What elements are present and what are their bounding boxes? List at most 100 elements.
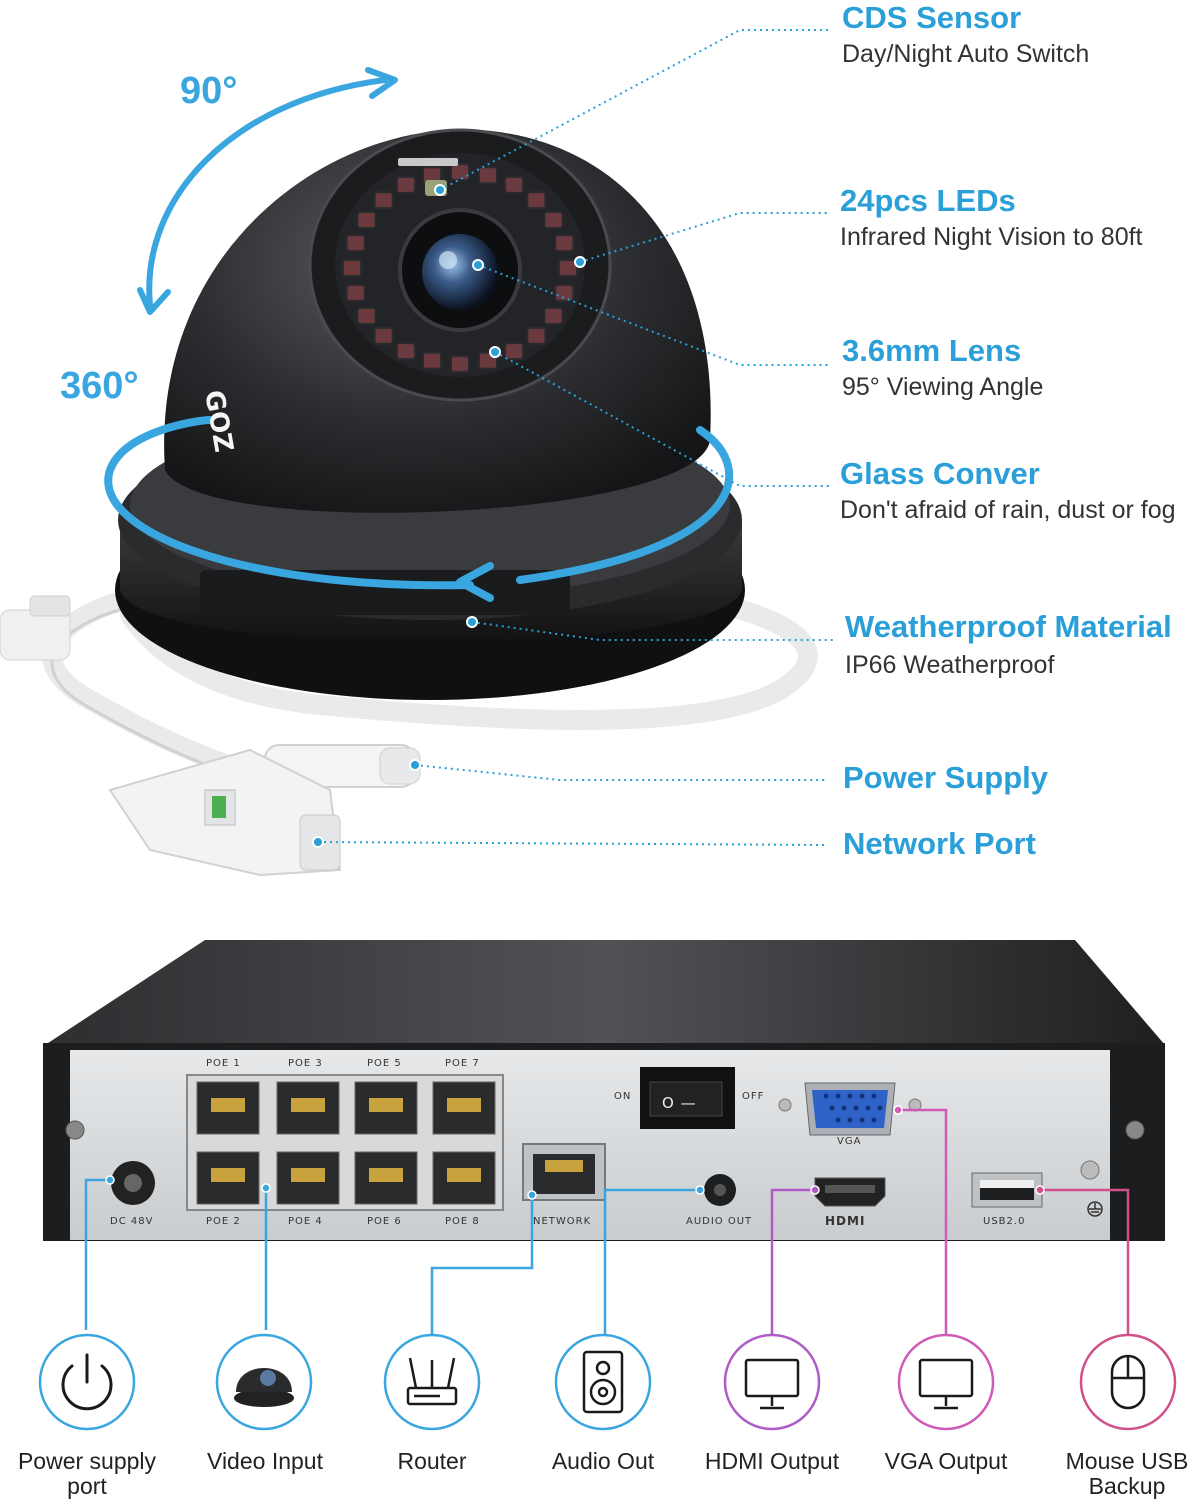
dc-jack xyxy=(111,1161,155,1205)
feature-power-supply: Power Supply xyxy=(843,760,1048,795)
vga-port xyxy=(804,1082,896,1136)
icon-circles xyxy=(38,1333,1177,1431)
mouse-icon xyxy=(1110,1354,1146,1410)
ir-led xyxy=(554,283,575,302)
caption-audio-out: Audio Out xyxy=(551,1448,655,1474)
poe-port xyxy=(432,1151,496,1205)
ir-led xyxy=(477,166,498,185)
ir-led xyxy=(504,175,524,194)
poe-port xyxy=(354,1151,418,1205)
feature-title: 24pcs LEDs xyxy=(840,183,1016,218)
feature-subtitle: 95° Viewing Angle xyxy=(842,373,1044,401)
switch-on-label: ON xyxy=(614,1091,632,1102)
network-label: NETWORK xyxy=(533,1216,592,1227)
ir-led xyxy=(558,259,578,277)
screw xyxy=(1125,1120,1145,1140)
caption-mouse-usb-backup: Mouse USB Backup xyxy=(1065,1448,1189,1499)
poe-port-pins xyxy=(447,1168,481,1182)
ir-led xyxy=(526,191,547,210)
ground-icon xyxy=(1087,1201,1103,1217)
ir-led xyxy=(356,307,377,325)
poe-port xyxy=(432,1081,496,1135)
ir-led xyxy=(543,211,564,229)
feature-subtitle: Infrared Night Vision to 80ft xyxy=(840,223,1143,251)
poe-block xyxy=(186,1074,504,1211)
tilt-angle-label: 90° xyxy=(180,70,238,112)
ir-led xyxy=(373,326,394,345)
ir-led xyxy=(356,211,377,229)
vga-pin xyxy=(871,1093,877,1099)
poe-ports xyxy=(196,1081,496,1205)
poe-label: POE 8 xyxy=(445,1216,480,1227)
pan-angle-label: 360° xyxy=(60,365,139,407)
nvr-back-panel xyxy=(70,1050,1110,1240)
poe-label: POE 3 xyxy=(288,1058,323,1069)
ir-led xyxy=(526,326,547,345)
poe-port-pins xyxy=(291,1098,325,1112)
ir-led xyxy=(396,342,416,361)
feature-network-port: Network Port xyxy=(843,826,1036,861)
poe-port xyxy=(196,1151,260,1205)
ir-led xyxy=(450,163,470,181)
leader-lines xyxy=(317,29,835,846)
nvr-frame xyxy=(43,1043,1165,1241)
vga-pin xyxy=(835,1117,841,1123)
poe-port-pins xyxy=(447,1098,481,1112)
screw xyxy=(65,1120,85,1140)
audio-out-label: AUDIO OUT xyxy=(686,1216,753,1227)
poe-port xyxy=(276,1081,340,1135)
camera-illustration: GOZ xyxy=(0,29,835,877)
poe-label: POE 4 xyxy=(288,1216,323,1227)
vga-pin xyxy=(829,1105,835,1111)
dc-label: DC 48V xyxy=(110,1216,154,1227)
vga-pin xyxy=(847,1093,853,1099)
vga-pin xyxy=(859,1093,865,1099)
ir-led xyxy=(543,307,564,325)
switch-off-label: OFF xyxy=(742,1091,765,1102)
connector-lines xyxy=(84,1108,1130,1335)
poe-port xyxy=(276,1151,340,1205)
caption-video-input: Video Input xyxy=(207,1448,323,1474)
caption-router: Router xyxy=(397,1448,467,1474)
poe-port-pins xyxy=(369,1098,403,1112)
dome-camera-icon xyxy=(234,1368,294,1407)
feature-subtitle: Don't afraid of rain, dust or fog xyxy=(840,496,1176,524)
poe-label: POE 1 xyxy=(206,1058,241,1069)
network-port-connector xyxy=(108,748,342,877)
poe-label: POE 6 xyxy=(367,1216,402,1227)
feature-subtitle: Day/Night Auto Switch xyxy=(842,40,1090,68)
poe-port xyxy=(196,1081,260,1135)
usb-label: USB2.0 xyxy=(983,1216,1026,1227)
poe-port xyxy=(354,1081,418,1135)
caption-power-supply-port: Power supply port xyxy=(17,1448,157,1499)
camera-lens xyxy=(398,208,522,332)
caption-vga-output: VGA Output xyxy=(884,1448,1008,1474)
sensor-window xyxy=(398,158,458,166)
vga-pin xyxy=(835,1093,841,1099)
cable-plug xyxy=(0,595,71,661)
ir-led xyxy=(373,191,394,210)
feature-subtitle: IP66 Weatherproof xyxy=(845,651,1055,679)
vga-pin xyxy=(871,1117,877,1123)
vga-pin xyxy=(877,1105,883,1111)
vga-pin xyxy=(859,1117,865,1123)
poe-port-pins xyxy=(211,1098,245,1112)
poe-port-pins xyxy=(369,1168,403,1182)
ir-led xyxy=(504,342,524,361)
leader-dots xyxy=(312,184,586,848)
speaker-icon xyxy=(582,1350,624,1414)
ir-led xyxy=(342,259,362,277)
connector-dots xyxy=(105,1105,1045,1200)
network-port xyxy=(522,1143,606,1201)
monitor-icon xyxy=(918,1358,974,1410)
feature-title: Weatherproof Material xyxy=(845,609,1172,644)
vga-pin xyxy=(853,1105,859,1111)
monitor-icon xyxy=(744,1358,800,1410)
poe-label: POE 5 xyxy=(367,1058,402,1069)
hdmi-label: HDMI xyxy=(825,1214,866,1228)
poe-label: POE 2 xyxy=(206,1216,241,1227)
caption-hdmi-output: HDMI Output xyxy=(704,1448,840,1474)
ground-screw xyxy=(1080,1160,1100,1180)
ir-led xyxy=(396,175,416,194)
vga-pin xyxy=(847,1117,853,1123)
